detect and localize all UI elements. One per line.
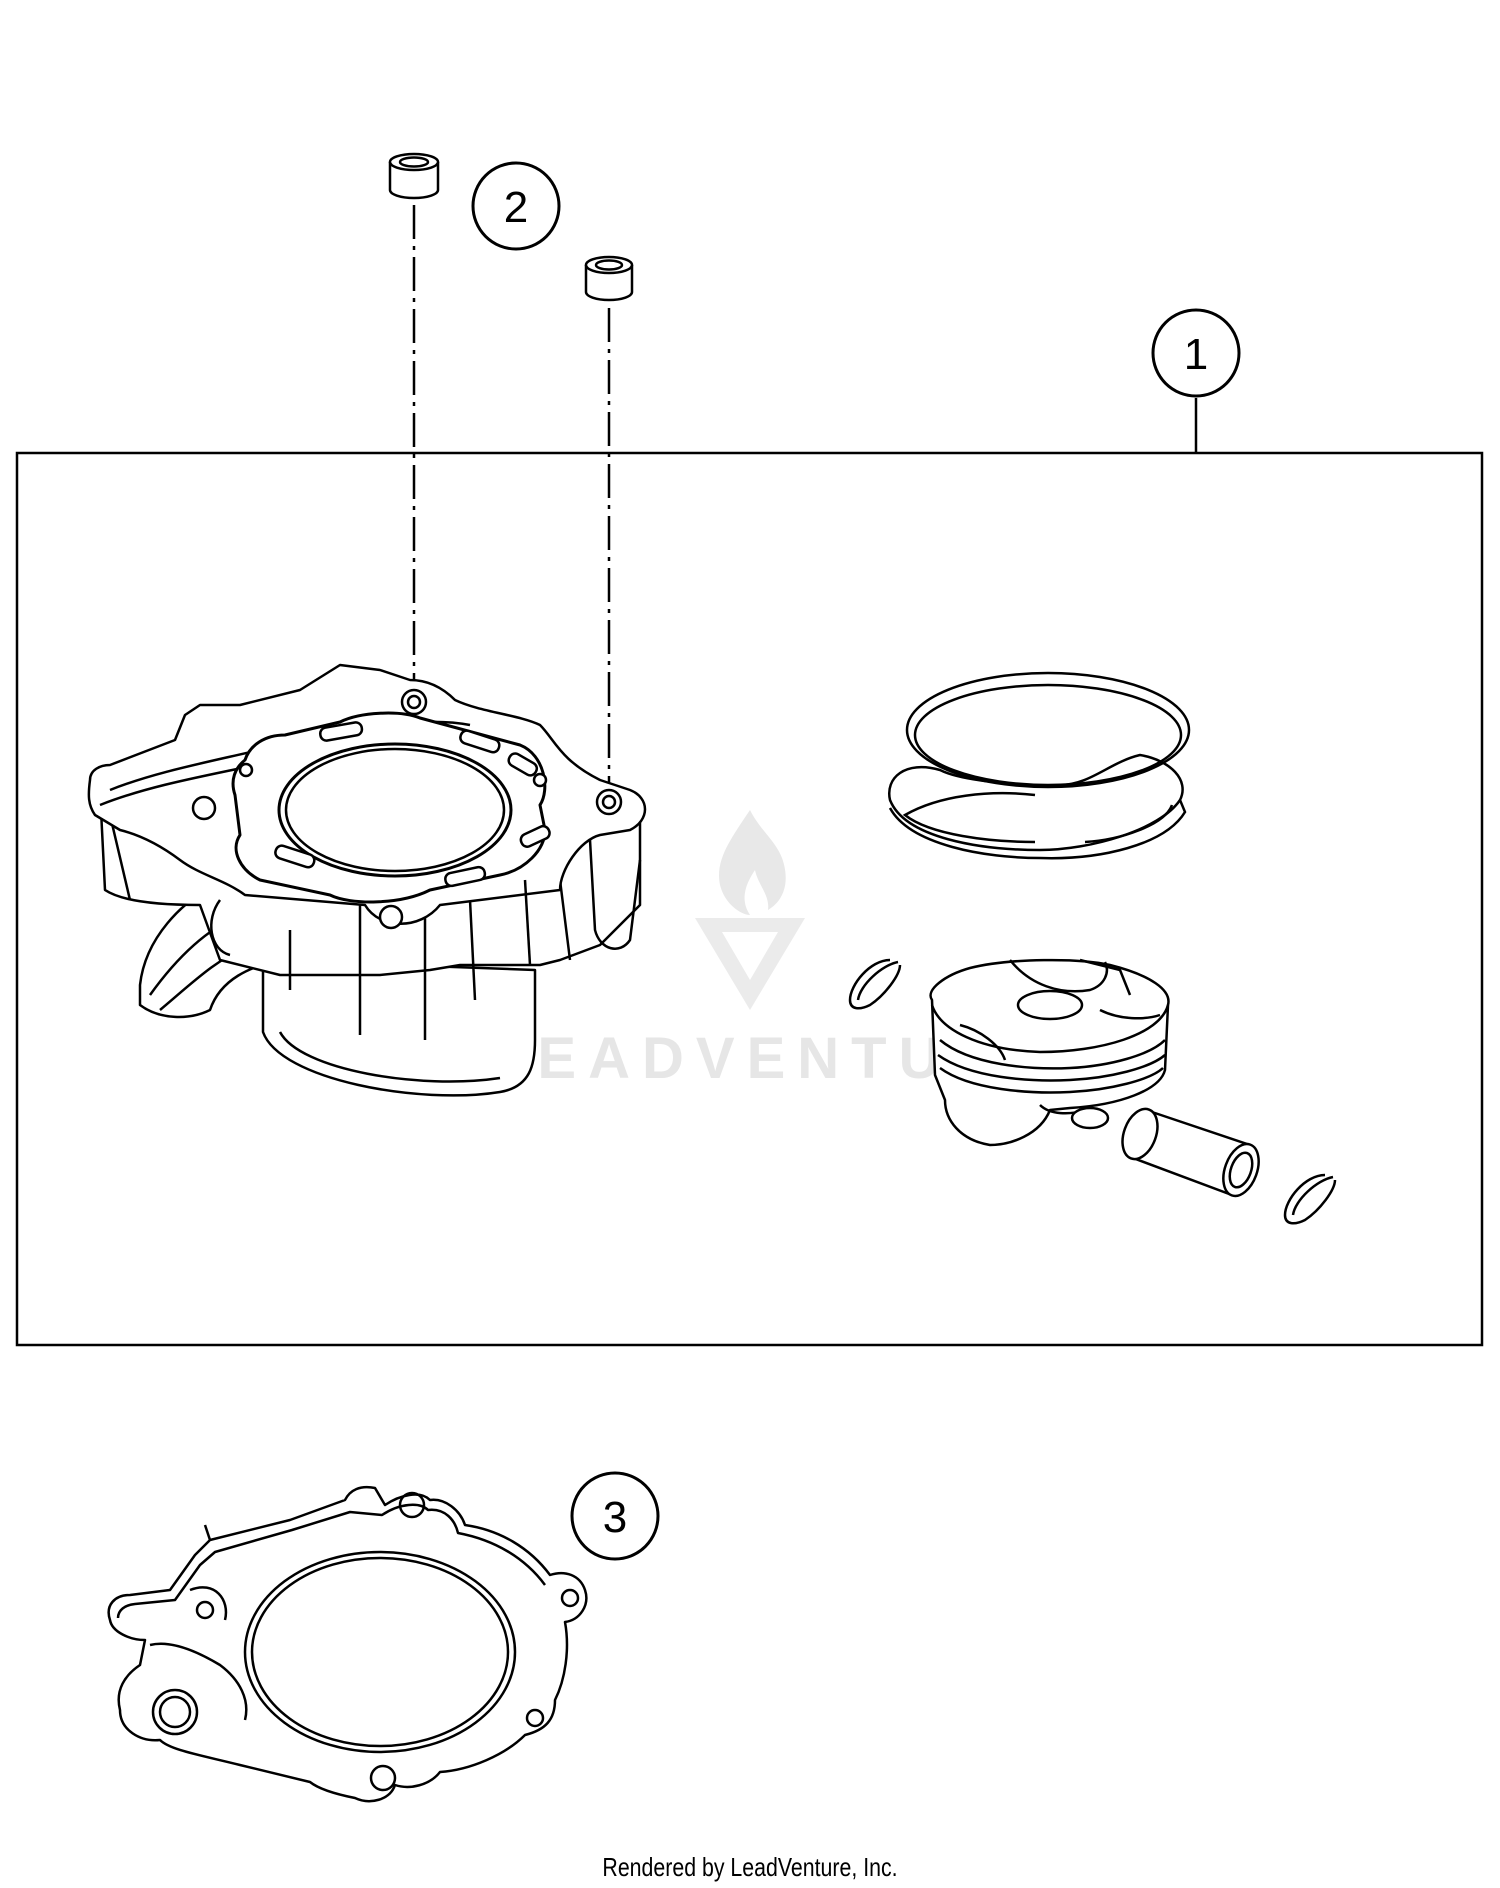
dowel-sleeve-left[interactable]: [388, 152, 440, 200]
piston[interactable]: [929, 958, 1170, 1147]
callout-3-label: 3: [603, 1493, 627, 1542]
render-credit: Rendered by LeadVenture, Inc.: [602, 1852, 898, 1882]
cylinder[interactable]: [87, 663, 647, 1097]
piston-ring-lower[interactable]: [887, 753, 1187, 860]
flame-icon: [719, 810, 786, 915]
piston-circlip-left[interactable]: [848, 958, 902, 1010]
v-logo-icon: [695, 918, 805, 1010]
dowel-sleeve-right[interactable]: [584, 255, 634, 302]
piston-ring-top[interactable]: [905, 671, 1191, 789]
cylinder-base-gasket[interactable]: [107, 1485, 588, 1803]
callout-1[interactable]: 1: [1151, 308, 1241, 453]
assembly-leader-lines: [412, 205, 611, 800]
piston-circlip-right[interactable]: [1283, 1173, 1337, 1225]
kit-outline-box: [15, 451, 1484, 1347]
piston-pin[interactable]: [1116, 1104, 1265, 1201]
callout-2[interactable]: 2: [471, 161, 561, 251]
callout-2-label: 2: [504, 183, 528, 232]
callout-1-label: 1: [1184, 330, 1208, 379]
callout-3[interactable]: 3: [570, 1471, 660, 1561]
